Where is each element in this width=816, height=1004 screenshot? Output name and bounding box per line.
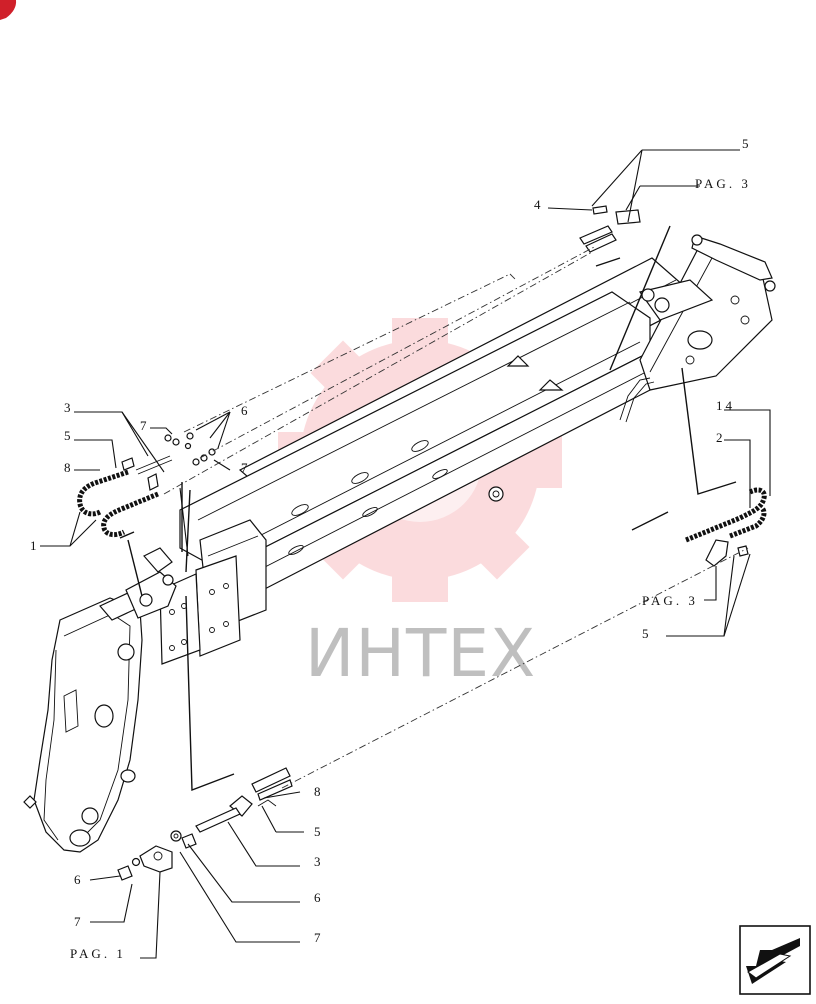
callout-right-pag3: PAG. 3 bbox=[642, 593, 698, 608]
callout-bot-7: 7 bbox=[314, 930, 321, 945]
callout-left-5: 5 bbox=[64, 428, 71, 443]
callout-bot-3: 3 bbox=[314, 854, 321, 869]
callout-left-3: 3 bbox=[64, 400, 71, 415]
callout-right-14: 14 bbox=[716, 398, 735, 413]
callout-left-8: 8 bbox=[64, 460, 71, 475]
brand-corner-mark bbox=[0, 0, 17, 20]
callout-top-5: 5 bbox=[742, 136, 749, 151]
callout-left-1: 1 bbox=[30, 538, 37, 553]
callout-bot-8: 8 bbox=[314, 784, 321, 799]
boom-assembly bbox=[23, 234, 776, 853]
cable-chain-right bbox=[685, 487, 767, 567]
callout-bl-6: 6 bbox=[74, 872, 81, 887]
callout-top-4: 4 bbox=[534, 197, 541, 212]
cable-chain-top bbox=[579, 205, 641, 253]
watermark-text: ИНТЕХ bbox=[305, 615, 536, 692]
callout-left-7a: 7 bbox=[140, 418, 147, 433]
callout-right-5: 5 bbox=[642, 626, 649, 641]
cable-chain-bottom bbox=[117, 767, 293, 881]
callout-bl-7: 7 bbox=[74, 914, 81, 929]
callout-bl-pag1: PAG. 1 bbox=[70, 946, 126, 961]
callout-left-6: 6 bbox=[241, 403, 248, 418]
next-page-arrow-icon[interactable] bbox=[739, 925, 811, 995]
callout-right-2: 2 bbox=[716, 430, 723, 445]
leader-lines bbox=[40, 149, 771, 959]
cable-chain-left bbox=[77, 432, 216, 538]
callout-bot-5: 5 bbox=[314, 824, 321, 839]
assembly-reference-lines bbox=[119, 225, 737, 792]
callout-top-pag3: PAG. 3 bbox=[695, 176, 751, 191]
callout-labels: 5 PAG. 3 4 3 5 8 1 7 6 7 14 2 PAG. 3 5 8… bbox=[30, 136, 751, 961]
alignment-lines bbox=[163, 245, 749, 789]
callout-bot-6: 6 bbox=[314, 890, 321, 905]
callout-left-7b: 7 bbox=[241, 460, 248, 475]
